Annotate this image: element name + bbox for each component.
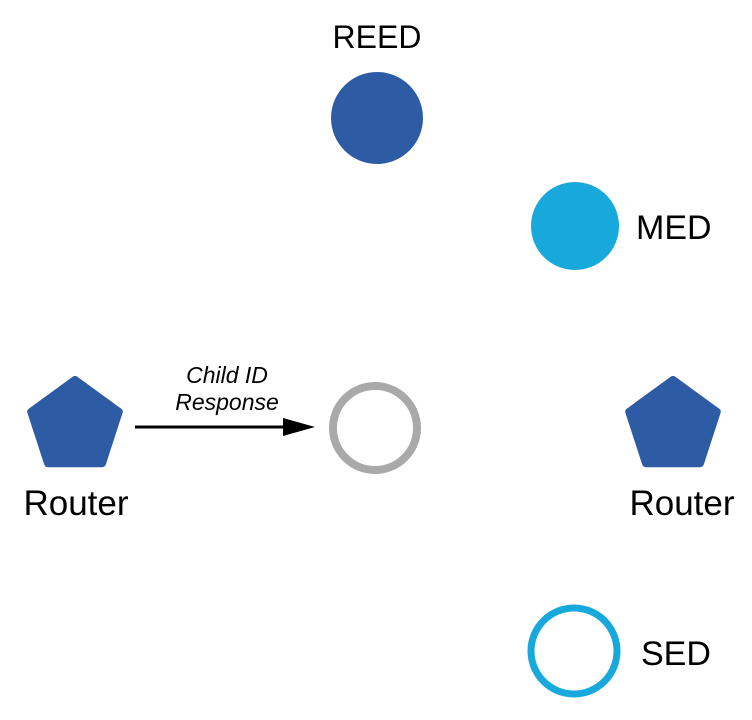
sed-node-circle [527, 604, 621, 698]
router-right-label: Router [629, 484, 735, 523]
router-left-label: Router [23, 484, 129, 523]
pentagon-shape [625, 376, 721, 468]
filled-circle-shape [331, 72, 423, 164]
sed-node-label: SED [641, 635, 711, 673]
outlined-circle-shape [527, 604, 621, 698]
router-right-pentagon [625, 376, 721, 468]
message-arrow-label: Child ID Response [142, 362, 312, 416]
med-node-label: MED [636, 209, 712, 247]
message-arrow [135, 418, 315, 436]
outlined-circle-shape [329, 382, 421, 474]
filled-circle-shape [531, 182, 619, 270]
router-left-pentagon [27, 376, 123, 468]
pentagon-shape [27, 376, 123, 468]
reed-node-label: REED [332, 19, 422, 55]
joiner-node-circle [329, 382, 421, 474]
arrow-head [283, 418, 315, 436]
message-arrow-label-line2: Response [175, 389, 279, 415]
message-arrow-label-line1: Child ID [186, 362, 268, 388]
reed-node-circle [331, 72, 423, 164]
med-node-circle [531, 182, 619, 270]
